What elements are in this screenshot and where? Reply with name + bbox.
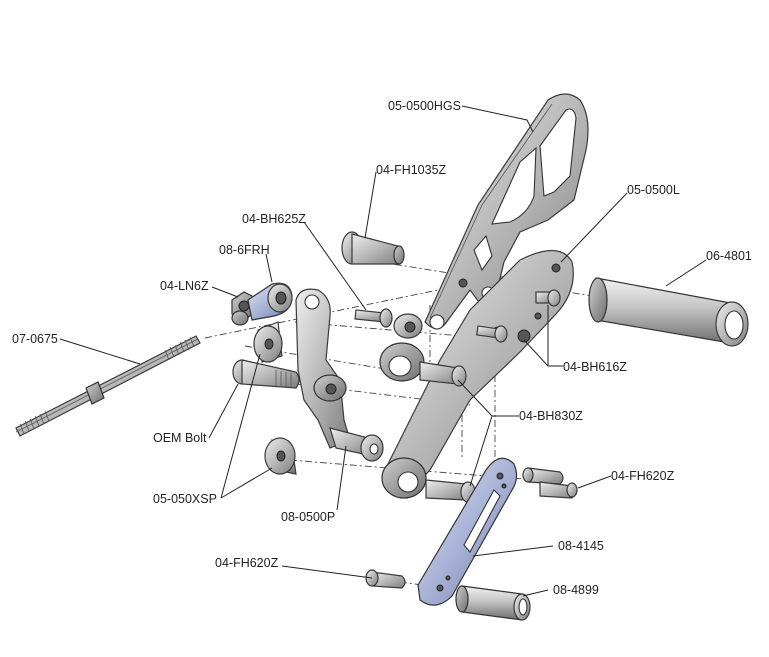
rod-end-part: [247, 282, 293, 321]
label-bh625z: 04-BH625Z: [242, 212, 306, 226]
label-fh620z-bottom: 04-FH620Z: [215, 556, 279, 570]
leader-lines: [59, 105, 707, 597]
threaded-rod-part: [15, 335, 201, 437]
spacer-top: [253, 321, 283, 363]
label-ln6z: 04-LN6Z: [160, 279, 209, 293]
bolts-fh620z-part: [365, 467, 578, 589]
rod-thread-right: [164, 336, 195, 361]
shift-arm-part: [417, 457, 518, 606]
label-hgs: 05-0500HGS: [388, 99, 461, 113]
rod-thread-left: [19, 410, 50, 435]
oem-bolt-part: [232, 359, 300, 389]
spacer-bottom: [264, 437, 297, 475]
bolt-bh625z-part: [354, 308, 393, 328]
lever-part: [295, 288, 384, 462]
label-bracket-l: 05-0500L: [627, 183, 680, 197]
label-peg: 06-4801: [706, 249, 752, 263]
oem-bolt-thread: [275, 370, 292, 387]
label-bh830z: 04-BH830Z: [519, 409, 583, 423]
sleeve-part: [455, 585, 531, 621]
label-rod: 07-0675: [12, 332, 58, 346]
label-oem-bolt: OEM Bolt: [153, 431, 207, 445]
part-labels: 05-0500HGS 04-FH1035Z 05-0500L 04-BH625Z…: [12, 99, 752, 597]
label-frh: 08-6FRH: [219, 243, 270, 257]
label-lever: 08-0500P: [281, 510, 335, 524]
main-bracket-part: [379, 249, 574, 499]
bolt-fh1035z-part: [341, 231, 405, 265]
label-fh620z-right: 04-FH620Z: [611, 469, 675, 483]
bracket-pivot-bosses: [393, 313, 423, 339]
label-arm: 08-4145: [558, 539, 604, 553]
label-fh1035z: 04-FH1035Z: [376, 163, 447, 177]
label-bh616z: 04-BH616Z: [563, 360, 627, 374]
label-spacer: 05-050XSP: [153, 492, 217, 506]
bolts-bh616z-part: [476, 289, 561, 343]
foot-peg-part: [588, 277, 749, 347]
spacers-part: [253, 321, 297, 475]
label-sleeve: 08-4899: [553, 583, 599, 597]
heel-guard-part: [424, 93, 589, 330]
